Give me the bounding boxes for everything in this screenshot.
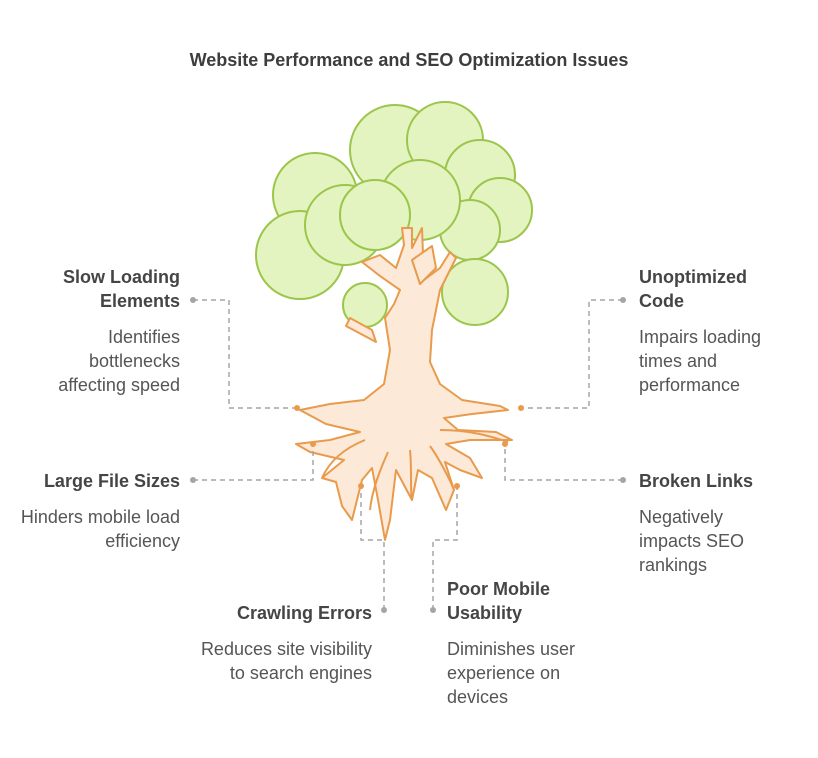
tree-foliage [255,101,533,328]
poor-mobile-description: Diminishes user experience on devices [447,639,576,707]
root-strands [321,429,509,511]
slow-loading-description: Identifies bottlenecks affecting speed [58,327,180,395]
large-file-sizes-heading: Large File Sizes [43,471,180,491]
crawling-errors-heading: Crawling Errors [236,603,372,623]
broken-links-description: Negatively impacts SEO rankings [639,507,745,575]
large-file-sizes-description: Hinders mobile load efficiency [20,507,180,551]
label-unoptimized-code: Unoptimized Code Impairs loading times a… [639,265,789,397]
broken-links-heading: Broken Links [639,471,754,491]
label-slow-loading: Slow Loading Elements Identifies bottlen… [20,265,180,397]
unoptimized-code-description: Impairs loading times and performance [639,327,762,395]
unoptimized-code-heading: Unoptimized Code [639,267,747,311]
label-broken-links: Broken Links Negatively impacts SEO rank… [639,469,769,577]
connector-lines [193,299,623,610]
label-poor-mobile-usability: Poor Mobile Usability Diminishes user ex… [447,577,597,709]
label-large-file-sizes: Large File Sizes Hinders mobile load eff… [20,469,180,553]
crawling-errors-description: Reduces site visibility to search engine… [200,639,372,683]
diagram-title: Website Performance and SEO Optimization… [189,50,629,70]
connector-dots [190,297,626,613]
label-crawling-errors: Crawling Errors Reduces site visibility … [200,601,372,685]
poor-mobile-heading: Poor Mobile Usability [447,579,550,623]
slow-loading-heading: Slow Loading Elements [63,267,180,311]
